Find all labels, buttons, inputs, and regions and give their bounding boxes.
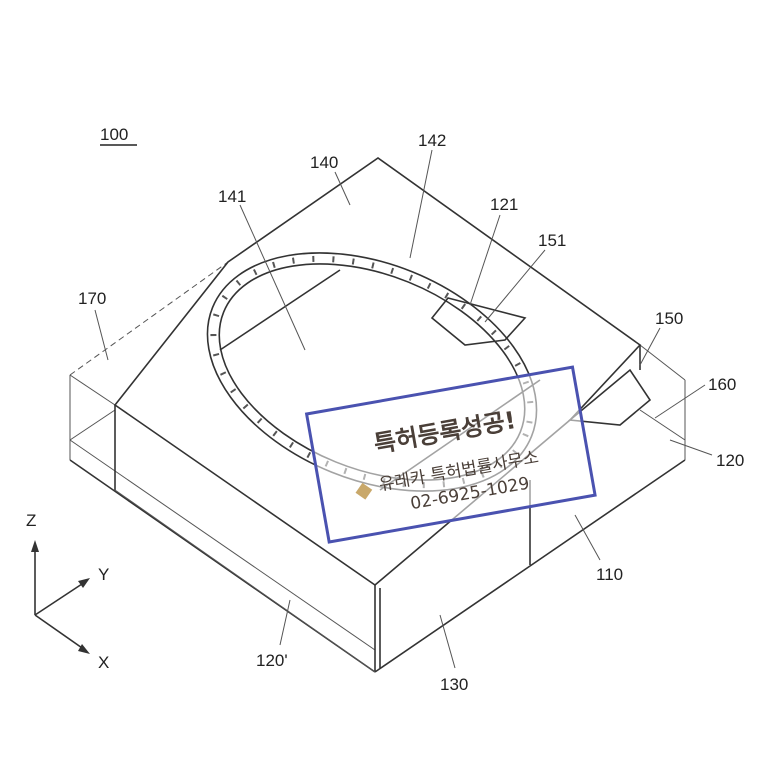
- coordinate-axes: Z Y X: [26, 511, 109, 672]
- label-170: 170: [78, 289, 106, 308]
- axis-x-label: X: [98, 653, 109, 672]
- label-160: 160: [708, 375, 736, 394]
- label-141: 141: [218, 187, 246, 206]
- label-110: 110: [596, 565, 623, 584]
- label-150: 150: [655, 309, 683, 328]
- label-140: 140: [310, 153, 338, 172]
- label-120-prime: 120': [256, 651, 288, 670]
- label-120: 120: [716, 451, 744, 470]
- label-100: 100: [100, 125, 128, 144]
- label-151: 151: [538, 231, 566, 250]
- label-121: 121: [490, 195, 518, 214]
- registration-stamp: 특허등록성공! 유레카 특허법률사무소 02-6925-1029: [307, 367, 595, 542]
- axis-z-label: Z: [26, 511, 36, 530]
- axis-y-label: Y: [98, 565, 109, 584]
- label-142: 142: [418, 131, 446, 150]
- label-130: 130: [440, 675, 468, 694]
